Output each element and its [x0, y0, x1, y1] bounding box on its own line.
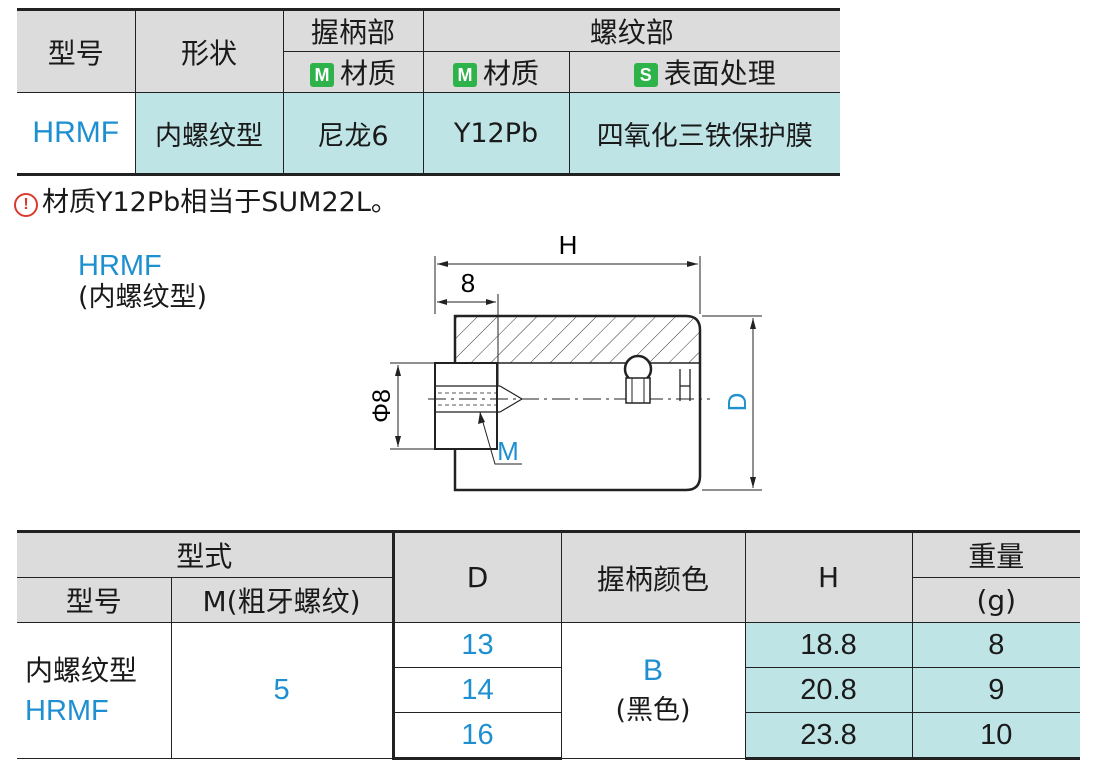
dimension-m: M	[478, 411, 522, 466]
header-model: 型号	[17, 577, 172, 623]
thread-insert	[434, 362, 498, 450]
row-h: 20.8	[744, 667, 913, 713]
row-h: 23.8	[744, 712, 913, 760]
dimension-phi8: Φ8	[368, 362, 435, 450]
header-thread-section: 螺纹部	[422, 8, 841, 52]
drawing-model-code: HRMF	[78, 250, 162, 282]
row-weight: 8	[911, 622, 1081, 668]
header-grip-material-label: 材质	[339, 57, 396, 90]
size-table: 型式 D 握柄颜色 H 重量 型号 M(粗牙螺纹) (g) 内螺纹型 HRMF …	[17, 530, 1081, 760]
dimension-d-label: D	[722, 393, 752, 412]
grip-color-cell: B (黑色)	[560, 622, 746, 759]
header-weight-unit: (g)	[911, 577, 1081, 623]
material-note-text: 材质Y12Pb相当于SUM22L。	[42, 187, 398, 218]
model-cell: 内螺纹型 HRMF	[17, 622, 172, 759]
header-d: D	[391, 530, 562, 623]
row-model-code: HRMF	[17, 92, 136, 176]
header-form: 型式	[17, 530, 394, 578]
header-thread-material-label: 材质	[482, 57, 539, 90]
material-note: !材质Y12Pb相当于SUM22L。	[14, 186, 398, 220]
header-grip-color: 握柄颜色	[560, 530, 746, 623]
header-model: 型号	[17, 8, 136, 93]
row-grip-material: 尼龙6	[282, 92, 424, 176]
header-weight: 重量	[911, 530, 1081, 578]
material-badge-icon: M	[452, 63, 477, 87]
material-badge-icon: M	[309, 63, 334, 87]
drawing-title: HRMF (内螺纹型)	[78, 250, 207, 314]
row-d: 14	[391, 667, 562, 713]
header-surface-treatment-label: 表面处理	[663, 57, 776, 90]
row-weight: 9	[911, 667, 1081, 713]
row-h: 18.8	[744, 622, 913, 668]
dimension-h-label: H	[559, 230, 578, 260]
drawing-type: (内螺纹型)	[78, 282, 208, 313]
header-grip-section: 握柄部	[282, 8, 424, 52]
dimension-d: D	[702, 315, 762, 491]
model-code: HRMF	[25, 694, 109, 727]
header-shape: 形状	[134, 8, 284, 93]
part-drawing: H 8 Φ8 D	[368, 230, 762, 492]
dimension-8-label: 8	[461, 268, 475, 298]
dimension-8: 8	[437, 268, 499, 386]
warning-icon: !	[14, 193, 38, 217]
row-d: 13	[391, 622, 562, 668]
dimension-phi8-label: Φ8	[368, 389, 396, 423]
m-value: 5	[170, 622, 394, 759]
row-weight: 10	[911, 712, 1081, 760]
row-d: 16	[391, 712, 562, 760]
dimension-h: H	[434, 230, 701, 314]
header-thread: M(粗牙螺纹)	[170, 577, 394, 623]
model-name: 内螺纹型	[25, 653, 138, 687]
grip-body-outline	[453, 314, 702, 492]
grip-color-name: (黑色)	[615, 694, 691, 726]
header-h: H	[744, 530, 913, 623]
grip-color-code: B	[643, 653, 664, 687]
row-shape: 内螺纹型	[134, 92, 284, 176]
dimension-m-label: M	[497, 436, 519, 466]
grip-hatch	[456, 317, 699, 363]
row-thread-material: Y12Pb	[422, 92, 570, 176]
row-surface-treatment: 四氧化三铁保护膜	[568, 92, 841, 176]
surface-badge-icon: S	[633, 63, 658, 87]
